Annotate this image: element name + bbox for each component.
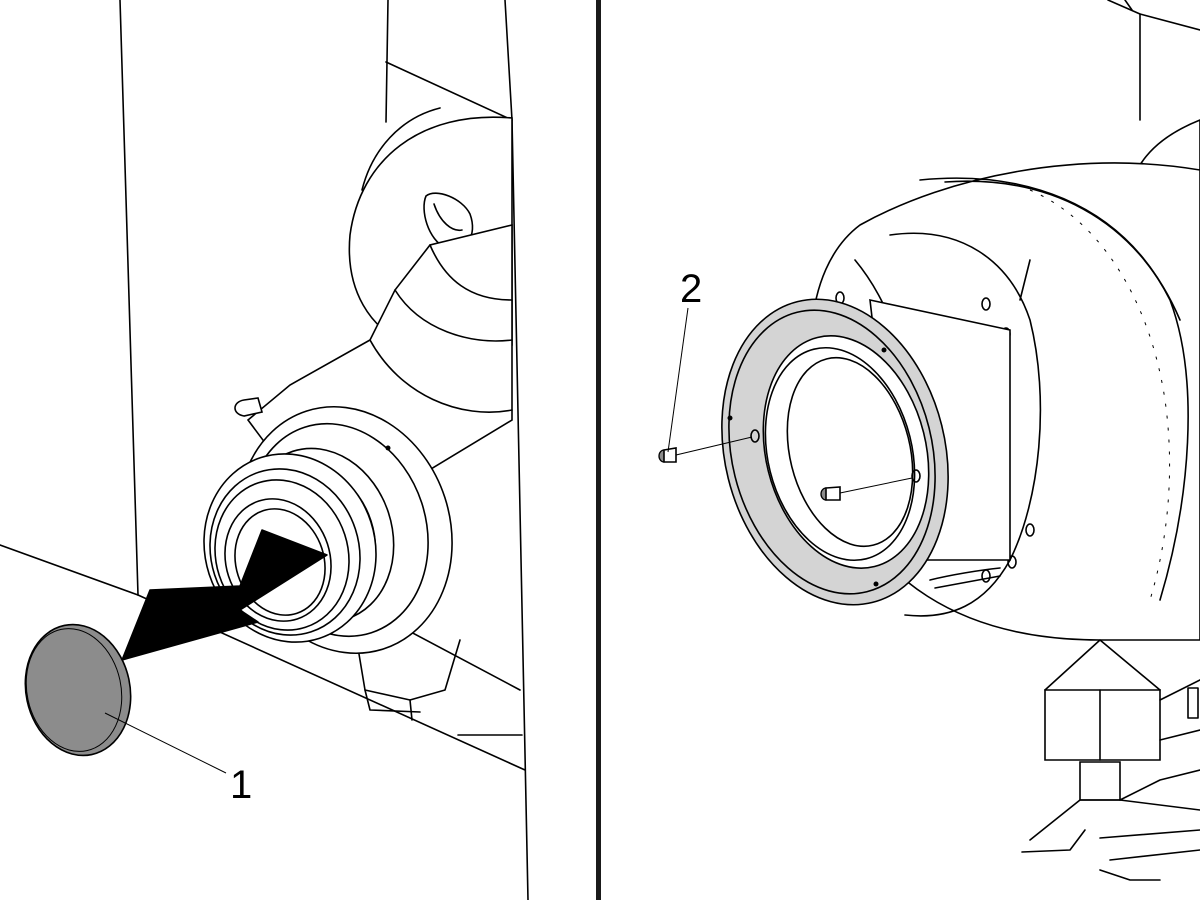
- callout-1: 1: [230, 763, 252, 807]
- leader-line-1: [104, 712, 227, 774]
- flange-teeth: [1029, 189, 1171, 601]
- left-panel-remove-cap: 1: [0, 0, 529, 900]
- panel-divider: [596, 0, 601, 900]
- set-screw-lower: [820, 477, 913, 501]
- set-screw-upper: [658, 436, 753, 463]
- leader-line-2: [667, 307, 689, 453]
- lower-bracket: [1021, 639, 1200, 881]
- protective-cap: [24, 623, 132, 757]
- right-panel-mount-ring: 2: [658, 0, 1200, 881]
- removal-arrow: [121, 529, 328, 661]
- callout-2: 2: [680, 267, 702, 311]
- mounting-ring: [721, 298, 949, 606]
